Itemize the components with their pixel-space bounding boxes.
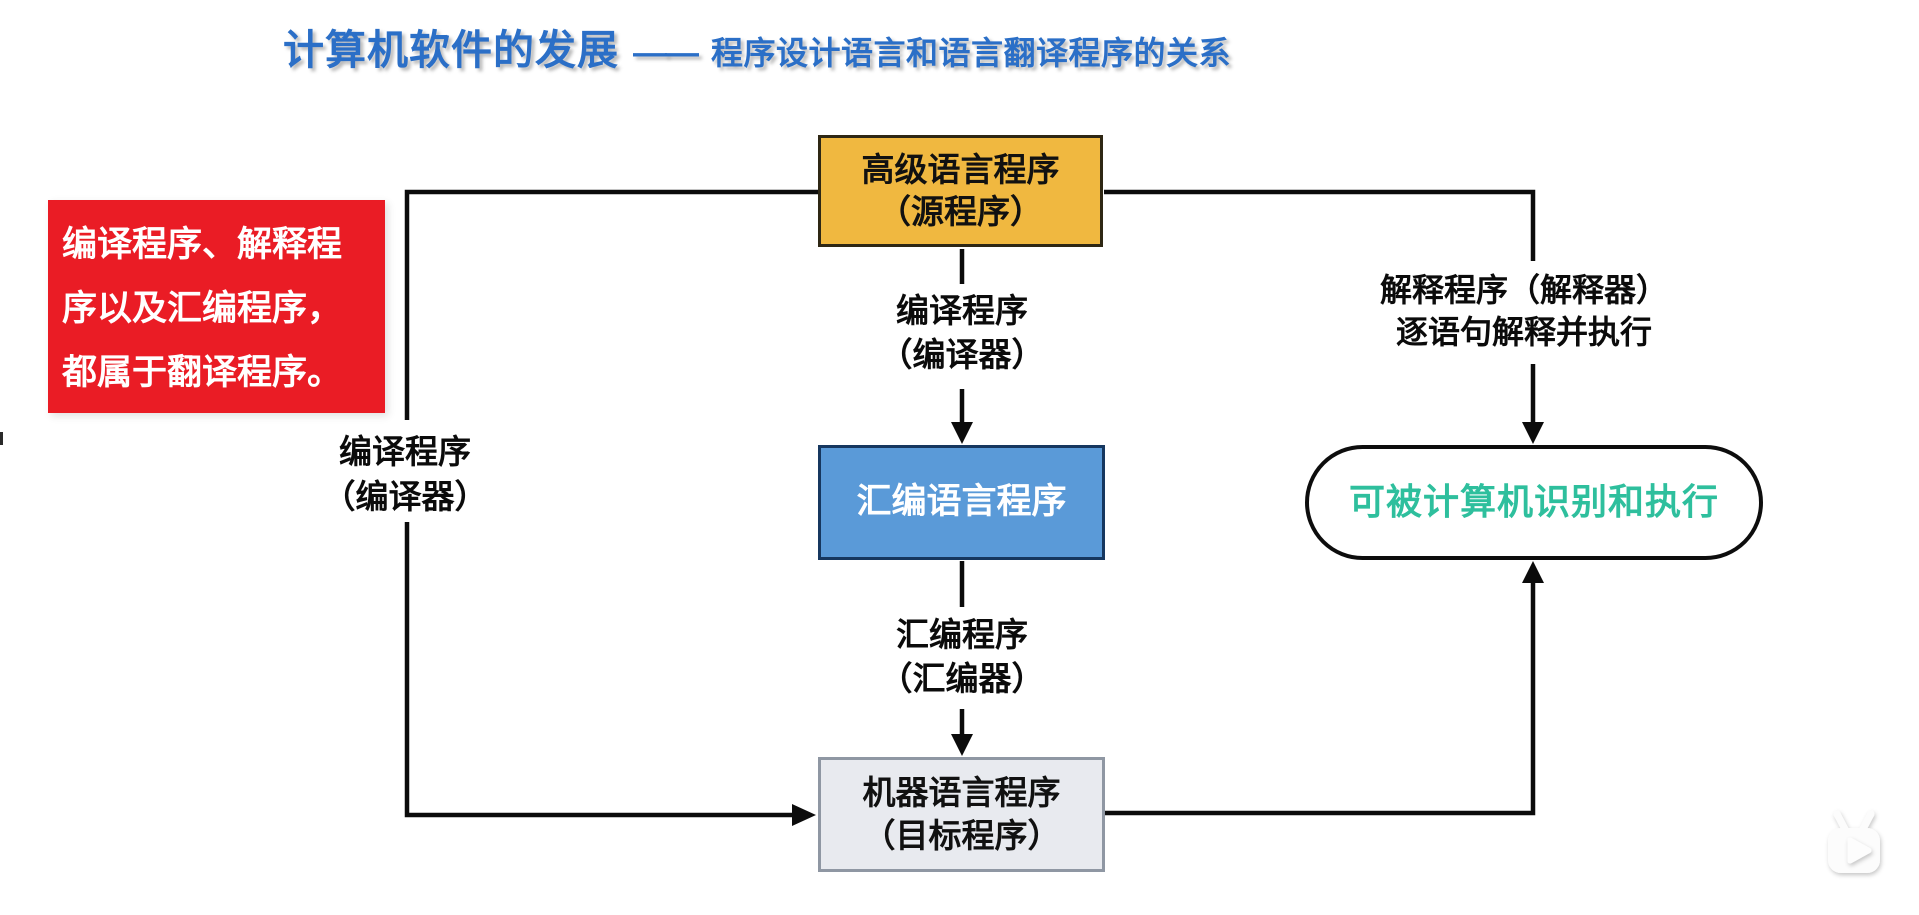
note-line-3: 都属于翻译程序。 (62, 353, 343, 392)
node-high-level-line1: 高级语言程序 (861, 150, 1060, 188)
left-edge-tick (0, 432, 3, 445)
node-recognized-label: 可被计算机识别和执行 (1348, 481, 1719, 523)
edge-label-assembler-line1: 汇编程序 (896, 616, 1028, 653)
edge-label-compiler-left-line1: 编译程序 (339, 433, 471, 470)
page-title: 计算机软件的发展 —— 程序设计语言和语言翻译程序的关系 (283, 16, 1231, 76)
arrowhead-into-machine-top (951, 734, 973, 756)
node-assembly-label: 汇编语言程序 (856, 482, 1067, 522)
arrowhead-into-machine-left (792, 804, 816, 826)
title-dash: —— (633, 34, 699, 72)
edge-label-interpreter-line2: 逐语句解释并执行 (1395, 314, 1653, 350)
node-machine-language: 机器语言程序 （目标程序） (818, 757, 1105, 872)
arrowhead-into-assembly (951, 422, 973, 444)
edge-label-compiler-center-line1: 编译程序 (896, 292, 1028, 329)
edge-label-interpreter: 解释程序（解释器） 逐语句解释并执行 (1380, 269, 1668, 353)
connector-right-top (1104, 189, 1536, 261)
edge-label-assembler-line2: （汇编器） (879, 660, 1045, 697)
play-triangle-icon (1847, 837, 1872, 864)
tv-play-icon (1822, 804, 1886, 890)
node-machine-line1: 机器语言程序 (862, 774, 1061, 812)
edge-label-compiler-center: 编译程序 （编译器） (880, 289, 1045, 377)
edge-label-interpreter-line1: 解释程序（解释器） (1379, 272, 1669, 308)
title-main: 计算机软件的发展 (283, 27, 619, 73)
note-translation-programs: 编译程序、解释程 序以及汇编程序， 都属于翻译程序。 (48, 200, 385, 413)
node-high-level-language: 高级语言程序 （源程序） (818, 135, 1103, 247)
node-recognized-executed: 可被计算机识别和执行 (1305, 445, 1763, 560)
node-assembly-language: 汇编语言程序 (818, 445, 1105, 560)
note-line-2: 序以及汇编程序， (62, 289, 343, 328)
node-machine-line2: （目标程序） (862, 816, 1061, 854)
edge-label-assembler: 汇编程序 （汇编器） (880, 613, 1045, 701)
arrowhead-into-pill-bottom (1522, 561, 1544, 583)
connector-left-top (404, 189, 818, 420)
edge-label-compiler-left-line2: （编译器） (322, 478, 488, 515)
note-line-1: 编译程序、解释程 (62, 225, 343, 264)
edge-label-compiler-left: 编译程序 （编译器） (323, 429, 488, 519)
arrowhead-into-pill-top (1522, 422, 1544, 444)
node-high-level-line2: （源程序） (878, 193, 1043, 230)
title-subtitle: 程序设计语言和语言翻译程序的关系 (711, 35, 1232, 71)
connector-bottom-right (1105, 582, 1536, 816)
connector-left-bottom (404, 522, 794, 818)
edge-label-compiler-center-line2: （编译器） (879, 336, 1045, 373)
